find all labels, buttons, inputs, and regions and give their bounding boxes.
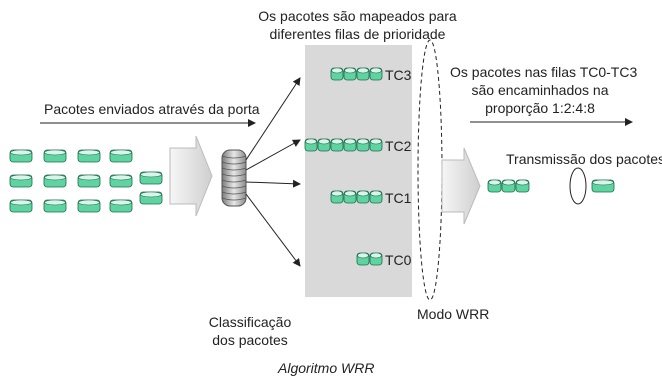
input-flow-arrow [169, 135, 213, 217]
classification-label: Classificação dos pacotes [200, 313, 300, 349]
wrr-scheduler-ellipse [417, 39, 443, 301]
output-ellipse [569, 167, 587, 205]
packet-icon [330, 190, 344, 204]
transmission-label: Transmissão dos pacotes [506, 151, 662, 167]
packet-icon [139, 191, 163, 205]
right-note: Os pacotes nas filas TC0-TC3 são encamin… [450, 63, 638, 117]
right-note-line2: são encaminhados na [471, 82, 609, 98]
packet-icon [369, 67, 383, 81]
packet-icon [9, 199, 33, 213]
packet-icon [139, 171, 163, 185]
queue-packets-group [304, 67, 383, 266]
packet-icon [369, 252, 383, 266]
classification-line1: Classificação [208, 314, 292, 330]
mode-label: Modo WRR [417, 306, 490, 322]
packet-icon [356, 138, 370, 152]
packet-icon [369, 138, 383, 152]
classification-arrows [245, 77, 301, 267]
queue-label-tc1: TC1 [385, 190, 412, 206]
packet-icon [317, 138, 331, 152]
output-packets-group [487, 179, 615, 193]
queue-label-tc3: TC3 [385, 67, 412, 83]
figure-caption: Algoritmo WRR [278, 360, 375, 376]
packet-icon [515, 179, 530, 193]
packet-icon [43, 149, 67, 163]
packet-icon [591, 179, 615, 193]
incoming-packets-group [9, 149, 163, 213]
top-note: Os pacotes são mapeados para diferentes … [250, 7, 465, 43]
packet-icon [9, 149, 33, 163]
queue-label-tc0: TC0 [385, 252, 412, 268]
packet-icon [77, 199, 101, 213]
packet-icon [43, 174, 67, 188]
packet-icon [43, 199, 67, 213]
packet-icon [330, 67, 344, 81]
packet-icon [356, 190, 370, 204]
classification-line2: dos pacotes [212, 332, 288, 348]
packet-icon [9, 174, 33, 188]
left-note: Pacotes enviados através da porta [44, 101, 260, 117]
right-note-line3: proporção 1:2:4:8 [485, 100, 595, 116]
packet-icon [343, 138, 357, 152]
packet-icon [304, 138, 318, 152]
packet-icon [330, 138, 344, 152]
packet-icon [77, 174, 101, 188]
packet-icon [109, 174, 133, 188]
packet-icon [77, 149, 101, 163]
packet-icon [109, 199, 133, 213]
packet-icon [109, 149, 133, 163]
packet-icon [487, 179, 502, 193]
packet-icon [356, 252, 370, 266]
queue-label-tc2: TC2 [385, 138, 412, 154]
packet-icon [501, 179, 516, 193]
output-flow-arrow [441, 147, 481, 225]
right-note-line1: Os pacotes nas filas TC0-TC3 [450, 64, 638, 80]
packet-icon [369, 190, 383, 204]
packet-icon [356, 67, 370, 81]
classifier-stack-icon [221, 149, 247, 207]
top-note-line2: diferentes filas de prioridade [269, 26, 446, 42]
packet-icon [343, 190, 357, 204]
packet-icon [343, 67, 357, 81]
top-note-line1: Os pacotes são mapeados para [258, 8, 457, 24]
